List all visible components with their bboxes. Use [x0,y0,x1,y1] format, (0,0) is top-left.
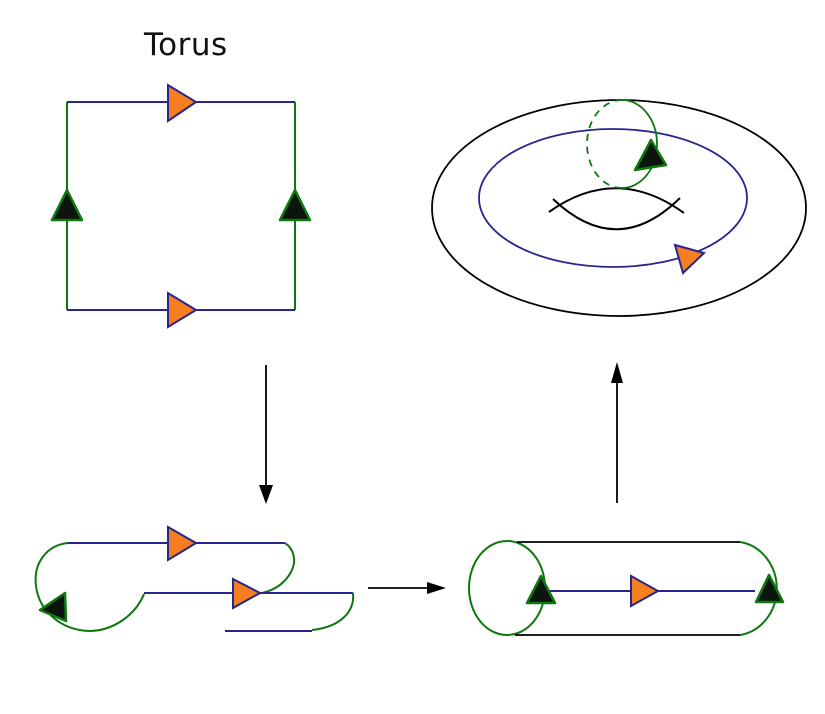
rolled-left-edge-curve [34,542,145,633]
arrowhead-down-icon [259,485,273,504]
rolled-right-edge-upper-curve [261,542,296,594]
orange-right-arrow-icon [167,83,198,123]
orange-right-arrow-icon [630,574,661,608]
dark-up-arrow-icon [633,138,668,172]
cylinder [468,540,785,636]
arrowhead-up-icon [611,362,623,383]
torus-longitude-circle [478,128,748,268]
dark-up-arrow-icon [278,188,312,222]
dark-up-arrow-icon [754,573,785,604]
torus [431,99,807,317]
torus-hole-upper-arc [548,187,685,214]
step-arrow-right [368,582,446,594]
torus-outer-outline [431,99,807,317]
torus-meridian-hidden-arc [586,99,623,189]
orange-right-arrow-icon [167,525,198,562]
torus-hole-lower-arc [552,197,681,231]
torus-meridian-visible-arc [621,99,658,189]
orange-right-arrow-icon [673,243,706,275]
fundamental-square [50,83,312,329]
dark-up-arrow-icon [50,188,84,222]
rolled-sheet [34,525,355,633]
rolled-right-edge-lower-curve [311,592,355,631]
step-arrow-down [259,365,273,504]
step-arrow-up [611,362,623,503]
orange-right-arrow-icon [232,577,263,610]
dark-up-arrow-icon [525,574,557,605]
dark-left-arrow-icon [38,591,68,623]
diagram-title: Torus [144,27,228,63]
arrowhead-right-icon [427,582,446,594]
orange-right-arrow-icon [167,291,198,329]
